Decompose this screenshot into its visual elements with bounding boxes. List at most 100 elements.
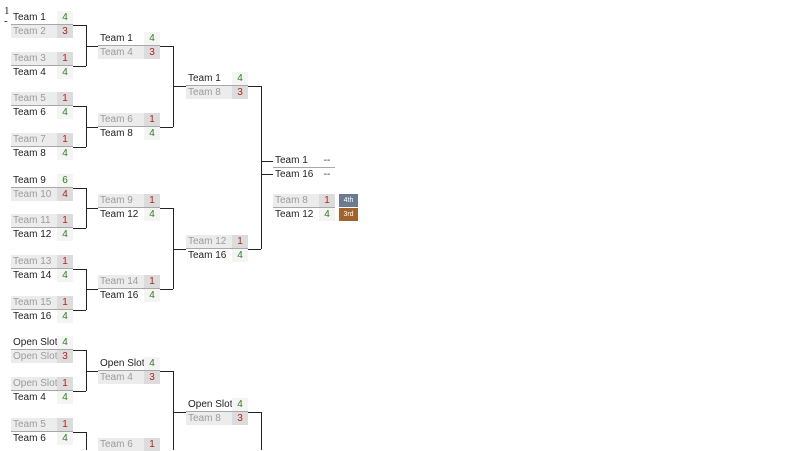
team-row[interactable]: Team 7 1 xyxy=(11,133,73,147)
team-score: 4 xyxy=(57,228,73,241)
team-score: 1 xyxy=(57,92,73,105)
team-row[interactable]: Team 16 4 xyxy=(186,249,248,262)
team-name: Team 1 xyxy=(275,155,308,166)
team-name: Team 1 xyxy=(13,12,46,23)
team-name: Team 9 xyxy=(13,175,46,186)
team-row[interactable]: Team 8 1 xyxy=(273,194,335,208)
team-row[interactable]: Team 6 1 xyxy=(98,438,160,451)
team-name: Team 8 xyxy=(275,195,308,206)
team-name: Team 5 xyxy=(13,419,46,430)
team-score: 6 xyxy=(57,174,73,187)
team-row[interactable]: Team 1 -- xyxy=(273,154,335,168)
team-name: Open Slot xyxy=(13,378,57,389)
team-score: 4 xyxy=(57,432,73,445)
team-score: 1 xyxy=(57,377,73,390)
team-row[interactable]: Team 2 3 xyxy=(11,25,73,38)
team-name: Team 16 xyxy=(275,169,314,180)
team-name: Team 2 xyxy=(13,26,46,37)
team-name: Open Slot xyxy=(13,337,57,348)
team-score: 3 xyxy=(232,412,248,425)
team-score: 1 xyxy=(144,113,160,126)
team-name: Team 16 xyxy=(13,311,52,322)
team-score: 4 xyxy=(57,147,73,160)
team-name: Team 10 xyxy=(13,189,52,200)
team-score: 1 xyxy=(319,194,335,207)
team-score: 1 xyxy=(57,133,73,146)
team-row[interactable]: Team 9 6 xyxy=(11,174,73,188)
team-name: Team 8 xyxy=(188,413,221,424)
team-score: 3 xyxy=(144,371,160,384)
team-score: 3 xyxy=(57,25,73,38)
team-score: 4 xyxy=(57,106,73,119)
team-name: Team 8 xyxy=(13,148,46,159)
team-score: 4 xyxy=(144,127,160,140)
team-name: Team 3 xyxy=(13,53,46,64)
team-name: Team 16 xyxy=(188,250,227,261)
team-row[interactable]: Team 4 3 xyxy=(98,371,160,384)
team-score: 4 xyxy=(232,249,248,262)
team-score: -- xyxy=(323,169,331,180)
team-name: Open Slot xyxy=(188,399,232,410)
team-name: Team 11 xyxy=(13,215,51,226)
team-score: 1 xyxy=(57,255,73,268)
team-row[interactable]: Team 8 3 xyxy=(186,412,248,425)
team-score: 3 xyxy=(57,350,73,363)
team-score: 1 xyxy=(57,214,73,227)
team-row[interactable]: Team 16 -- xyxy=(273,168,335,181)
team-name: Team 1 xyxy=(100,33,133,44)
team-score: -- xyxy=(323,155,331,166)
team-name: Team 4 xyxy=(100,372,133,383)
team-score: 1 xyxy=(57,418,73,431)
team-row[interactable]: Team 8 4 xyxy=(11,147,73,160)
team-name: Team 15 xyxy=(13,297,52,308)
team-row[interactable]: Team 5 1 xyxy=(11,418,73,432)
team-score: 4 xyxy=(144,289,160,302)
team-score: 1 xyxy=(232,235,248,248)
team-name: Team 4 xyxy=(13,392,46,403)
seed-number: 1 xyxy=(4,5,10,17)
team-score: 3 xyxy=(232,86,248,99)
team-name: Team 12 xyxy=(275,209,314,220)
team-name: Team 1 xyxy=(188,73,221,84)
team-name: Team 7 xyxy=(13,134,46,145)
team-name: Team 6 xyxy=(100,439,133,450)
team-row[interactable]: Team 11 1 xyxy=(11,214,73,228)
team-score: 1 xyxy=(144,438,160,451)
team-row[interactable]: Team 12 4 xyxy=(11,228,73,241)
team-score: 4 xyxy=(57,269,73,282)
placement-badge-4th: 4th xyxy=(339,194,358,207)
seed-dash: - xyxy=(4,15,8,27)
team-name: Team 14 xyxy=(100,276,139,287)
team-name: Team 12 xyxy=(13,229,52,240)
